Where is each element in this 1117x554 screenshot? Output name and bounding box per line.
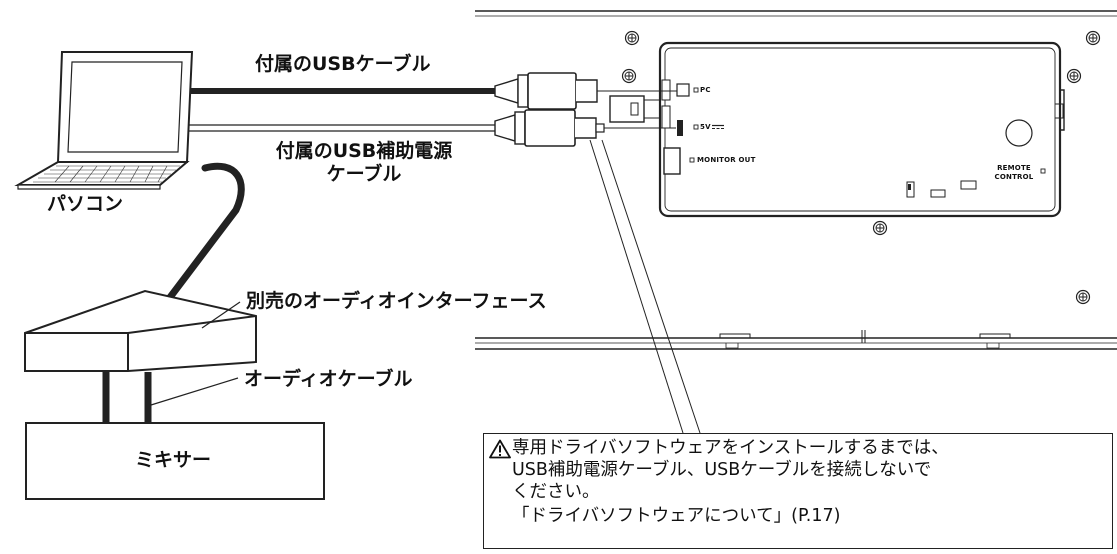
caution-line-3: ください。 (512, 482, 600, 502)
warning-triangle-icon (489, 439, 511, 459)
screw-icon (872, 220, 888, 236)
pc-port-label: PC (700, 86, 711, 94)
audio-interface-label: 別売のオーディオインターフェース (246, 290, 547, 312)
rear-panel (658, 41, 1065, 218)
usb-cable-label: 付属のUSBケーブル (255, 53, 431, 75)
usb-power-cable-label-line2: ケーブル (326, 162, 402, 185)
usb-power-cable-label: 付属のUSB補助電源 ケーブル (256, 140, 472, 186)
remote-control-label: REMOTE CONTROL (988, 164, 1040, 182)
usb-plug (494, 72, 677, 123)
remote-label-line1: REMOTE (997, 164, 1031, 172)
dc-symbol-icon (711, 124, 724, 129)
audio-interface (24, 289, 257, 372)
caution-line-2: USB補助電源ケーブル、USBケーブルを接続しないで (512, 460, 932, 480)
monitor-out-label: MONITOR OUT (697, 156, 756, 164)
audio-cable-label: オーディオケーブル (244, 368, 413, 390)
usb-power-cable (188, 124, 498, 132)
mixer (25, 422, 325, 500)
screw-icon (624, 30, 640, 46)
remote-label-line2: CONTROL (994, 172, 1034, 181)
screw-icon (1075, 289, 1091, 305)
pc-label: パソコン (47, 193, 124, 215)
audio-interface-usb-cable (164, 162, 245, 304)
caution-line-4: 「ドライバソフトウェアについて」(P.17) (512, 506, 841, 526)
screw-icon (1066, 68, 1082, 84)
laptop (14, 51, 194, 190)
audio-cable (102, 372, 152, 423)
usb-power-cable-label-line1: 付属のUSB補助電源 (275, 140, 453, 162)
caution-line-1: 専用ドライバソフトウェアをインストールするまでは、 (512, 438, 949, 458)
mixer-label: ミキサー (135, 449, 212, 471)
device-body (475, 10, 1117, 350)
caution-box: 専用ドライバソフトウェアをインストールするまでは、 USB補助電源ケーブル、US… (483, 433, 1113, 549)
screw-icon (1085, 30, 1101, 46)
5v-port-text: 5V (700, 123, 711, 131)
usb-power-plug (494, 109, 676, 147)
5v-port-label: 5V (700, 123, 724, 131)
screw-icon (621, 68, 637, 84)
